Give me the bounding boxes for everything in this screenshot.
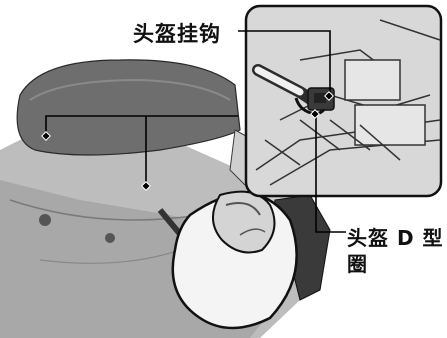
label-helmet-d-ring: 头盔 D 型 — [347, 226, 444, 250]
leader-seat — [45, 115, 238, 136]
leader-lines — [41, 30, 346, 233]
leader-helmet-hook — [238, 30, 331, 97]
inset-detail-view — [244, 4, 443, 198]
motorcycle-rear-body — [0, 59, 331, 338]
leader-d-ring — [315, 116, 346, 233]
label-helmet-hook: 头盔挂钩 — [133, 22, 221, 46]
label-helmet-d-ring-line2: 圈 — [347, 252, 368, 276]
helmet — [157, 190, 298, 330]
